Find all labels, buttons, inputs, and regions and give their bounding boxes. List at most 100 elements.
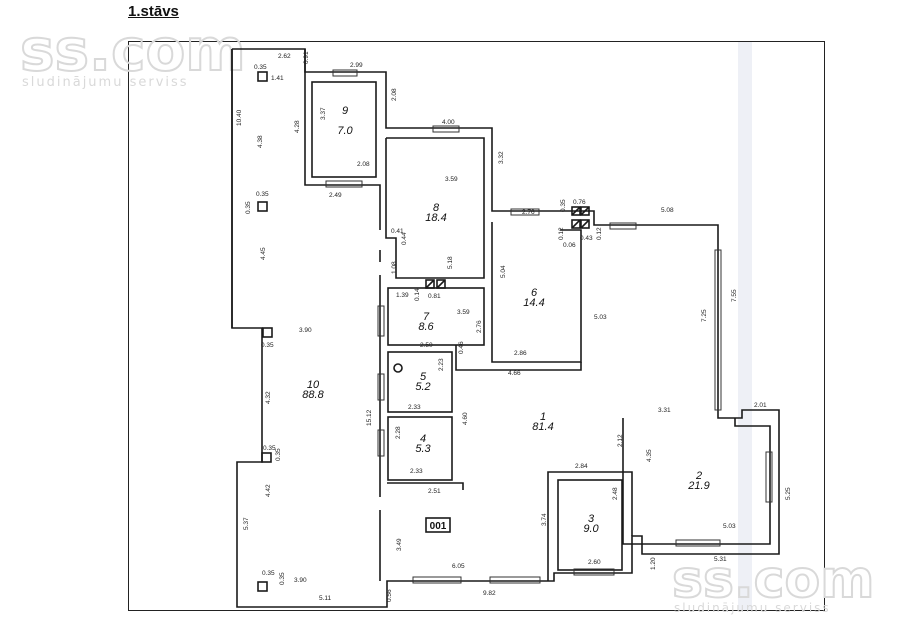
room-5-area: 5.2 bbox=[415, 381, 430, 393]
left-wing-right-wall bbox=[304, 49, 381, 230]
room-7-number: 7 bbox=[423, 311, 430, 323]
dim: 2.08 bbox=[357, 161, 370, 168]
room-1-area: 81.4 bbox=[532, 421, 553, 433]
window bbox=[510, 208, 540, 216]
dim: 2.48 bbox=[612, 487, 619, 500]
dim: 0.12 bbox=[558, 227, 565, 240]
label-box bbox=[425, 517, 451, 533]
chimney-diag bbox=[425, 279, 435, 289]
window bbox=[714, 249, 722, 411]
dim: 2.49 bbox=[329, 192, 342, 199]
dim: 7.25 bbox=[701, 309, 708, 322]
dim: 2.33 bbox=[408, 404, 421, 411]
chimney-box bbox=[425, 279, 435, 289]
window bbox=[432, 125, 460, 133]
dim: 2.62 bbox=[278, 53, 291, 60]
column-square bbox=[257, 71, 268, 82]
dim: 0.56 bbox=[386, 589, 393, 602]
dim: 4.42 bbox=[265, 484, 272, 497]
room-7-area: 8.6 bbox=[418, 321, 434, 333]
room-5-wall bbox=[387, 351, 453, 413]
dim: 2.08 bbox=[391, 88, 398, 101]
room-4-area: 5.3 bbox=[415, 443, 431, 455]
dim: 0.43 bbox=[580, 235, 593, 242]
chimney-diag bbox=[436, 279, 446, 289]
column-square bbox=[257, 201, 268, 212]
dim: 0.91 bbox=[303, 51, 310, 64]
window bbox=[609, 222, 637, 230]
room-2-area: 21.9 bbox=[687, 480, 709, 492]
drawing-frame bbox=[128, 41, 825, 611]
dim: 3.49 bbox=[396, 538, 403, 551]
dim: 0.35 bbox=[256, 191, 269, 198]
dim: 2.76 bbox=[476, 320, 483, 333]
room-8-number: 8 bbox=[433, 202, 440, 214]
watermark-tagline: sludinājumu serviss bbox=[22, 75, 189, 90]
room-3-inner bbox=[557, 479, 623, 571]
room-3-area: 9.0 bbox=[583, 523, 599, 535]
dim: 2.99 bbox=[350, 62, 363, 69]
dim: 3.74 bbox=[541, 513, 548, 526]
window bbox=[573, 568, 615, 576]
dim: 2.84 bbox=[575, 463, 588, 470]
dim: 4.32 bbox=[265, 391, 272, 404]
window bbox=[325, 180, 363, 188]
floor-title: 1.stāvs bbox=[128, 3, 179, 20]
dim: 3.59 bbox=[445, 176, 458, 183]
window bbox=[675, 539, 721, 547]
label-001: 001 bbox=[430, 521, 447, 532]
dim: 2.28 bbox=[395, 426, 402, 439]
chimney-box bbox=[571, 219, 581, 229]
dim: 1.41 bbox=[271, 75, 284, 82]
room-3-number: 3 bbox=[588, 513, 595, 525]
dim: 0.35 bbox=[263, 445, 276, 452]
watermark-tagline: sludinājumu serviss bbox=[674, 601, 831, 615]
room-001-wall bbox=[387, 482, 464, 490]
room-10-number: 10 bbox=[307, 379, 320, 391]
toilet-symbol bbox=[393, 363, 403, 373]
dim: 0.81 bbox=[428, 293, 441, 300]
outer-wall bbox=[231, 48, 780, 608]
dim: 2.86 bbox=[514, 350, 527, 357]
window bbox=[332, 69, 358, 77]
room-6-area: 14.4 bbox=[523, 297, 544, 309]
dim: 4.35 bbox=[646, 449, 653, 462]
room-8-area: 18.4 bbox=[425, 212, 446, 224]
dim: 1.20 bbox=[650, 557, 657, 570]
dim: 3.59 bbox=[457, 309, 470, 316]
dim: 0.06 bbox=[563, 242, 576, 249]
watermark-top-left: ss.com sludinājumu serviss bbox=[19, 15, 247, 90]
chimney-box bbox=[580, 219, 590, 229]
room-7-wall bbox=[387, 287, 485, 346]
chimney-diag bbox=[580, 206, 590, 216]
room-9-area: 7.0 bbox=[337, 125, 353, 137]
dim: 3.31 bbox=[658, 407, 671, 414]
dimension-labels: 2.62 0.35 1.41 0.91 2.99 10.40 4.38 4.28… bbox=[236, 51, 792, 602]
dim: 4.45 bbox=[260, 247, 267, 260]
dim: 0.35 bbox=[261, 342, 274, 349]
room-9-wall bbox=[311, 81, 377, 178]
chimney-diag bbox=[580, 219, 590, 229]
dim: 2.50 bbox=[420, 342, 433, 349]
dim: 0.35 bbox=[275, 448, 282, 461]
room-2-wall bbox=[622, 418, 771, 545]
scan-stripe bbox=[738, 42, 752, 610]
chimney-box bbox=[436, 279, 446, 289]
dim: 5.31 bbox=[714, 556, 727, 563]
column-square bbox=[257, 581, 268, 592]
dim: 1.08 bbox=[391, 261, 398, 274]
room-4-number: 4 bbox=[420, 433, 426, 445]
dim: 10.40 bbox=[236, 109, 243, 126]
dim: 4.00 bbox=[442, 119, 455, 126]
dim: 2.33 bbox=[410, 468, 423, 475]
dim: 9.82 bbox=[483, 590, 496, 597]
dim: 3.32 bbox=[498, 151, 505, 164]
room-labels: 9 7.0 8 18.4 6 14.4 7 8.6 5 5.2 4 5.3 1 … bbox=[302, 105, 709, 535]
chimney-box bbox=[571, 206, 581, 216]
dim: 2.23 bbox=[438, 358, 445, 371]
chimney-box bbox=[580, 206, 590, 216]
dim: 2.76 bbox=[522, 209, 535, 216]
watermark-bottom-right: ss.com sludinājumu serviss bbox=[671, 549, 875, 615]
dim: 0.44 bbox=[401, 232, 408, 245]
dim: 0.76 bbox=[573, 199, 586, 206]
